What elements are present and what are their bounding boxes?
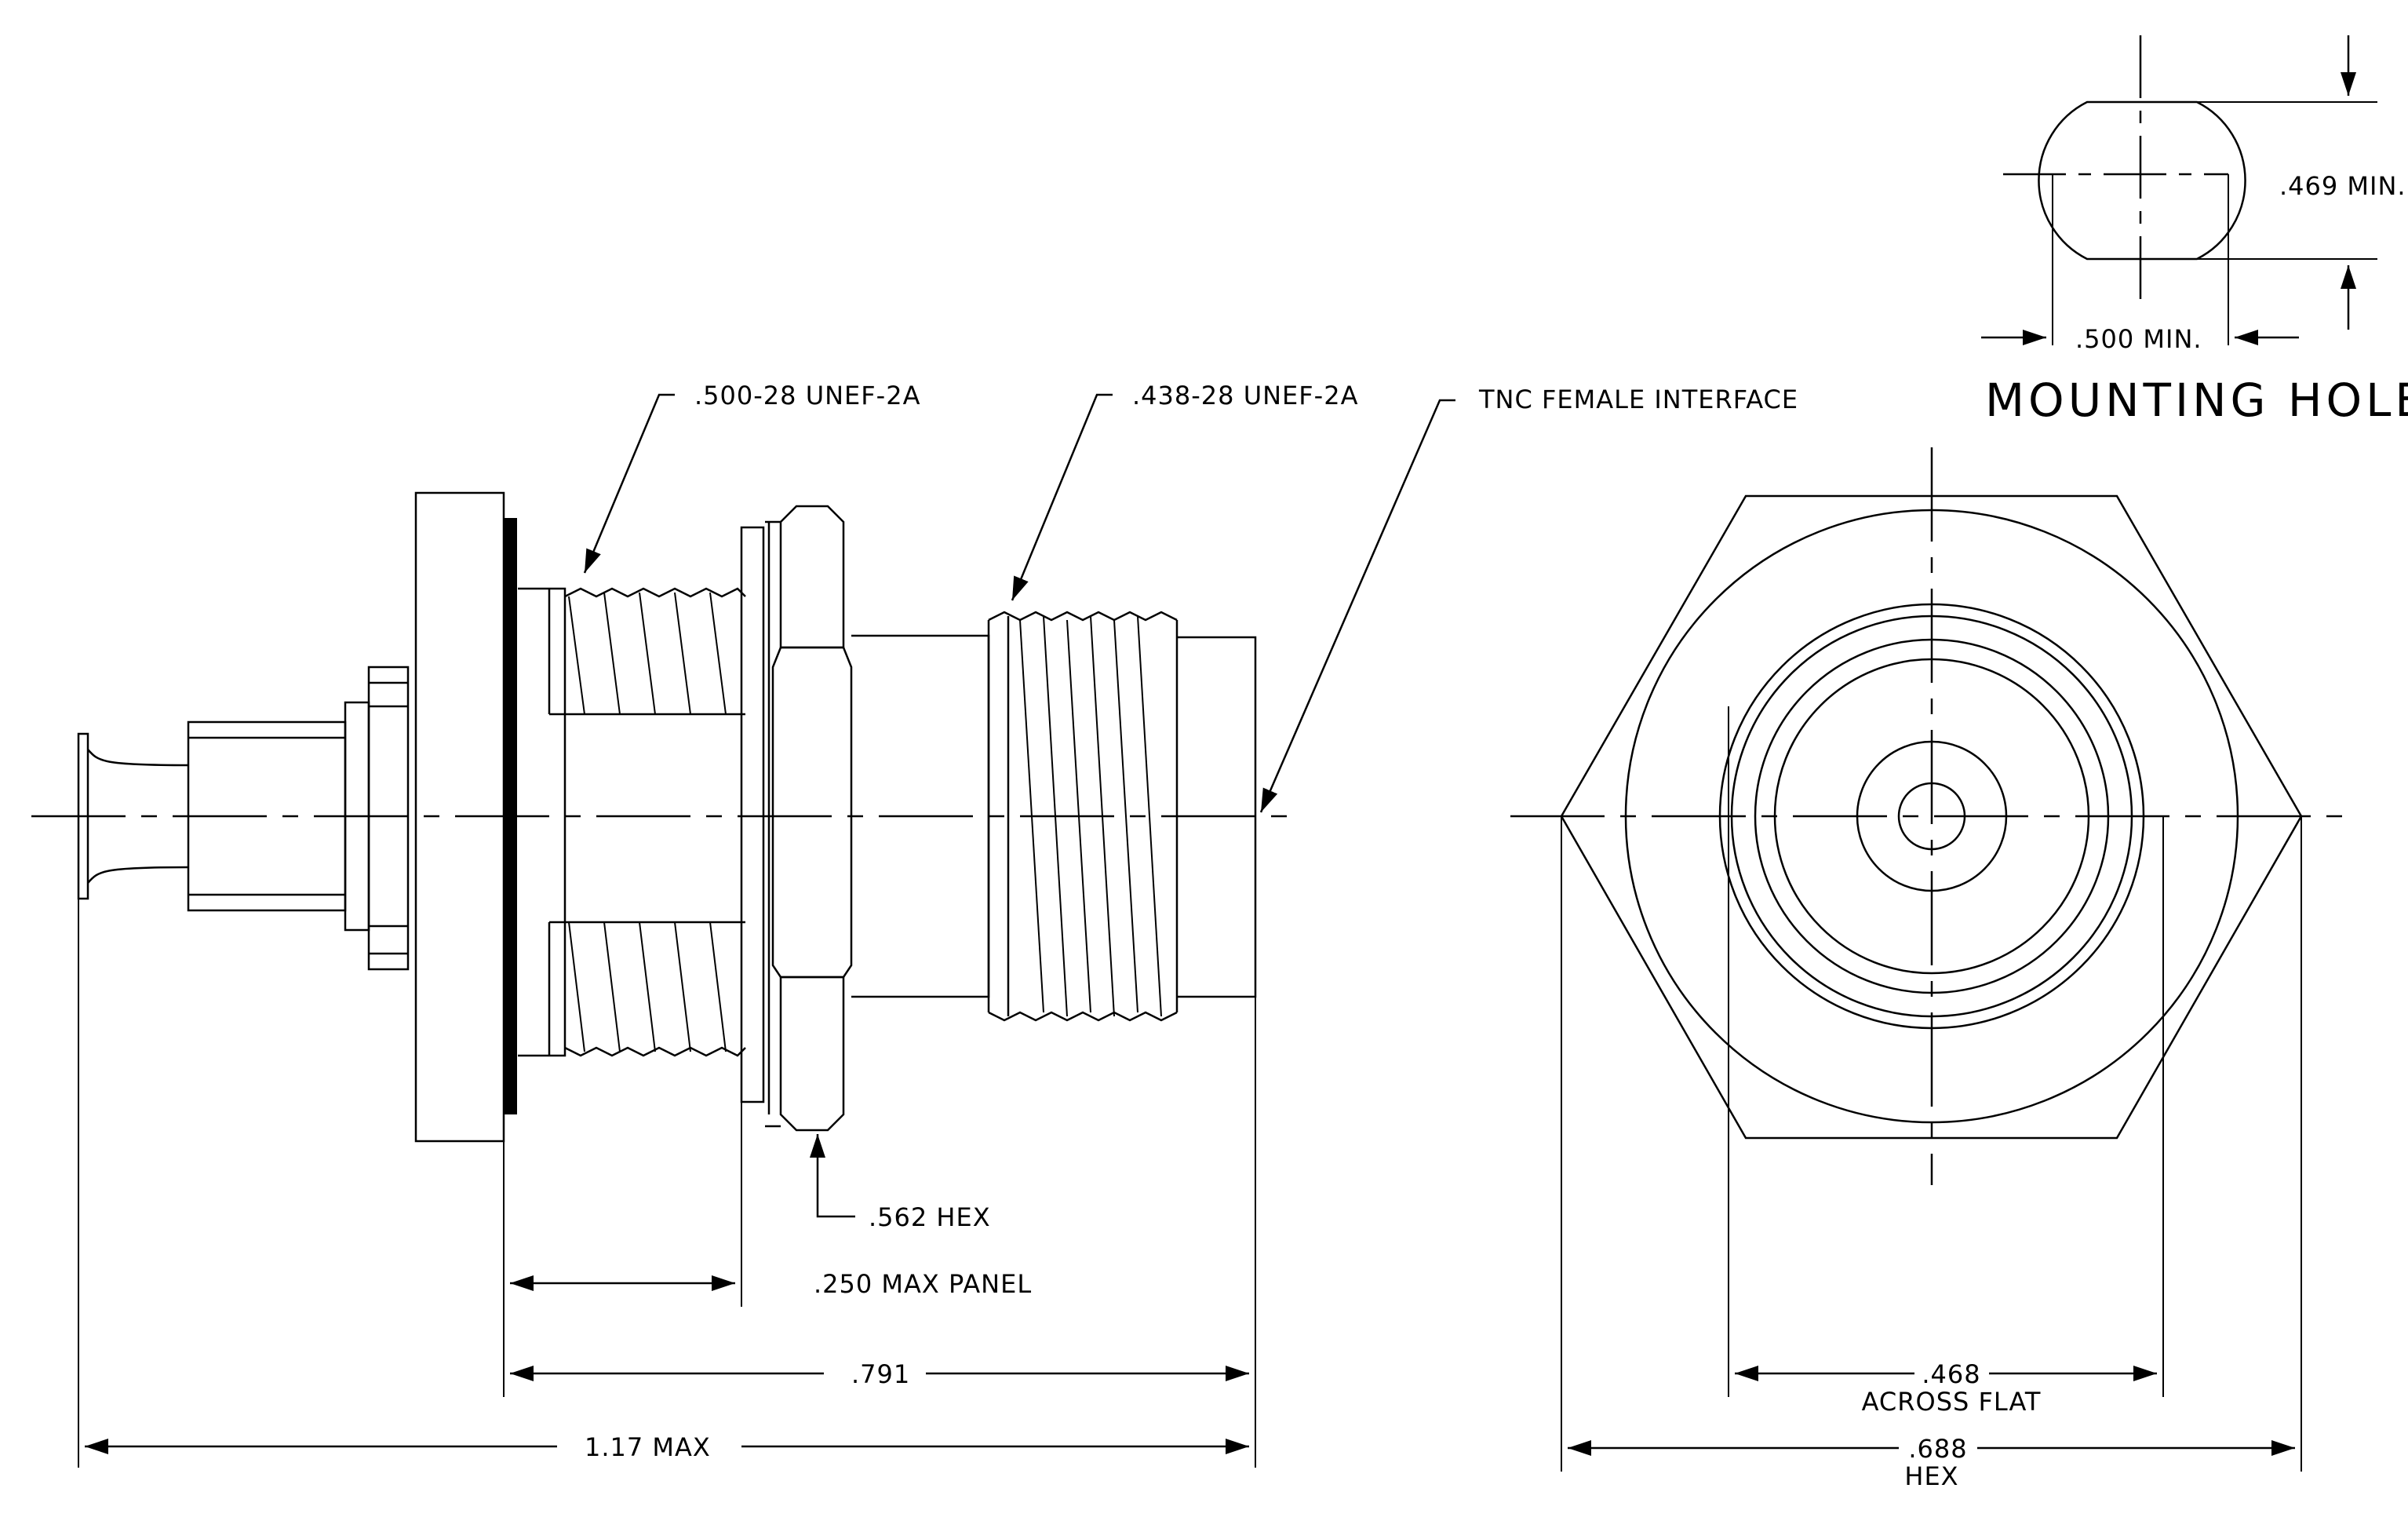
d-hole [2038,100,2246,261]
mounting-hole [1981,35,2377,345]
side-dimension-lines [85,1275,1249,1454]
flat-dim-label: .469 MIN. [2279,171,2406,201]
front-body [851,611,1257,1022]
length-overall-label: 1.17 MAX [585,1432,711,1462]
hex-nut [765,505,853,1132]
panel-dim-label: .250 MAX PANEL [814,1269,1032,1299]
thread-front-label: .438-28 UNEF-2A [1132,381,1358,410]
hex-value: .688 [1908,1434,1967,1464]
length-front-label: .791 [851,1359,910,1389]
across-flat-value: .468 [1922,1359,1980,1389]
hex-label: HEX [1904,1461,1958,1491]
side-leaders [583,393,1455,1218]
rear-contact [77,666,410,971]
dia-dim-label: .500 MIN. [2075,324,2202,354]
lock-washer [740,526,765,1103]
mounting-hole-title: MOUNTING HOLE [1985,374,2408,427]
end-view [1510,447,2354,1472]
side-extension-lines [78,899,1256,1468]
hex-nut-label: .562 HEX [869,1202,991,1232]
rear-thread [518,587,746,1057]
side-view [31,393,1455,1468]
across-flat-label: ACROSS FLAT [1862,1387,2042,1417]
thread-rear-label: .500-28 UNEF-2A [694,381,920,410]
interface-label: TNC FEMALE INTERFACE [1478,385,1798,414]
